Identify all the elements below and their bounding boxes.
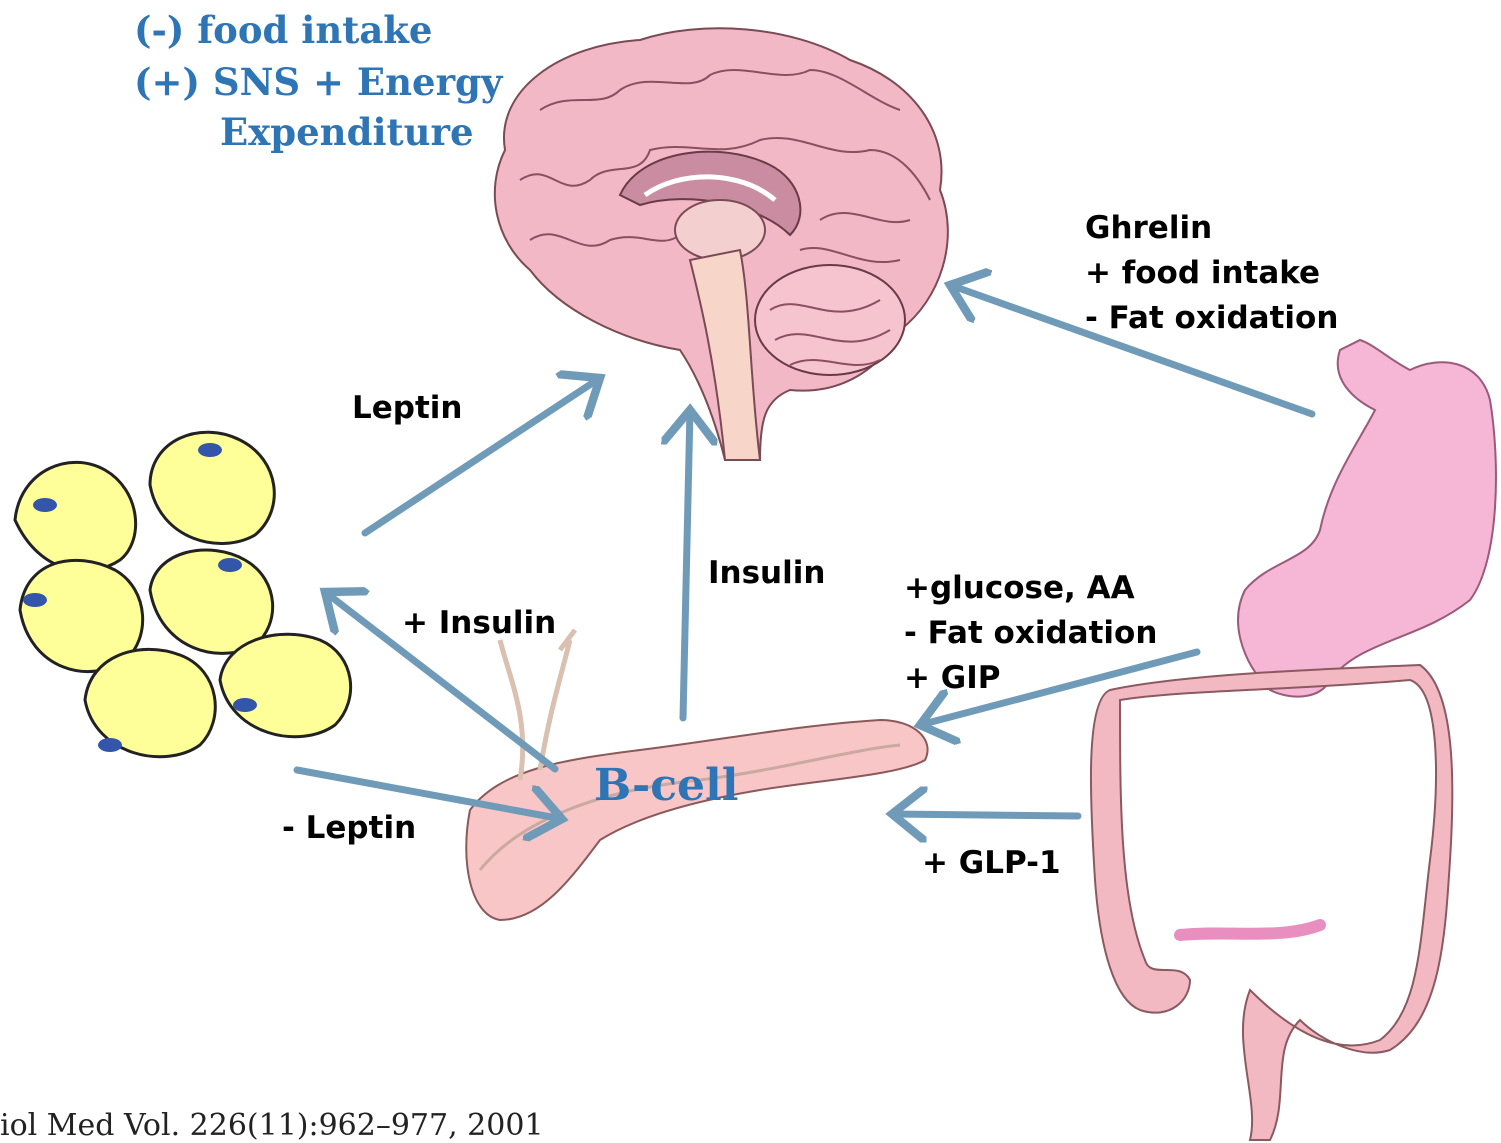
fat-cell bbox=[150, 550, 273, 653]
glp1-arrow bbox=[892, 814, 1078, 816]
fat-cell bbox=[150, 432, 274, 543]
ghrelin-effect-food-intake: + food intake bbox=[1085, 250, 1320, 296]
ghrelin-effect-fat-oxidation: - Fat oxidation bbox=[1085, 295, 1338, 341]
insulin-label: Insulin bbox=[708, 550, 825, 596]
fat-cell bbox=[15, 462, 136, 570]
brain-effect-sns: (+) SNS + Energy bbox=[134, 56, 502, 108]
plus-insulin-label: + Insulin bbox=[402, 600, 556, 646]
minus-leptin-label: - Leptin bbox=[282, 805, 416, 851]
brain-illustration bbox=[495, 28, 948, 460]
glp1-label: + GLP-1 bbox=[922, 840, 1061, 886]
ghrelin-label: Ghrelin bbox=[1085, 205, 1212, 251]
colon-illustration bbox=[1091, 665, 1452, 1140]
brain-effect-food-intake: (-) food intake bbox=[134, 4, 432, 56]
gut-effect-fat-oxidation: - Fat oxidation bbox=[904, 610, 1157, 656]
fat-cell bbox=[220, 634, 351, 736]
insulin-arrow bbox=[683, 410, 690, 718]
gut-effect-glucose: +glucose, AA bbox=[904, 565, 1135, 611]
gut-effect-gip: + GIP bbox=[904, 655, 1000, 701]
fat-cell bbox=[85, 649, 215, 756]
citation-text: iol Med Vol. 226(11):962–977, 2001 bbox=[0, 1108, 544, 1143]
stomach-illustration bbox=[1238, 340, 1496, 697]
brain-effect-expenditure: Expenditure bbox=[220, 106, 474, 158]
leptin-label: Leptin bbox=[352, 385, 462, 431]
b-cell-label: B-cell bbox=[594, 760, 738, 811]
adipocyte-cluster bbox=[15, 432, 351, 756]
